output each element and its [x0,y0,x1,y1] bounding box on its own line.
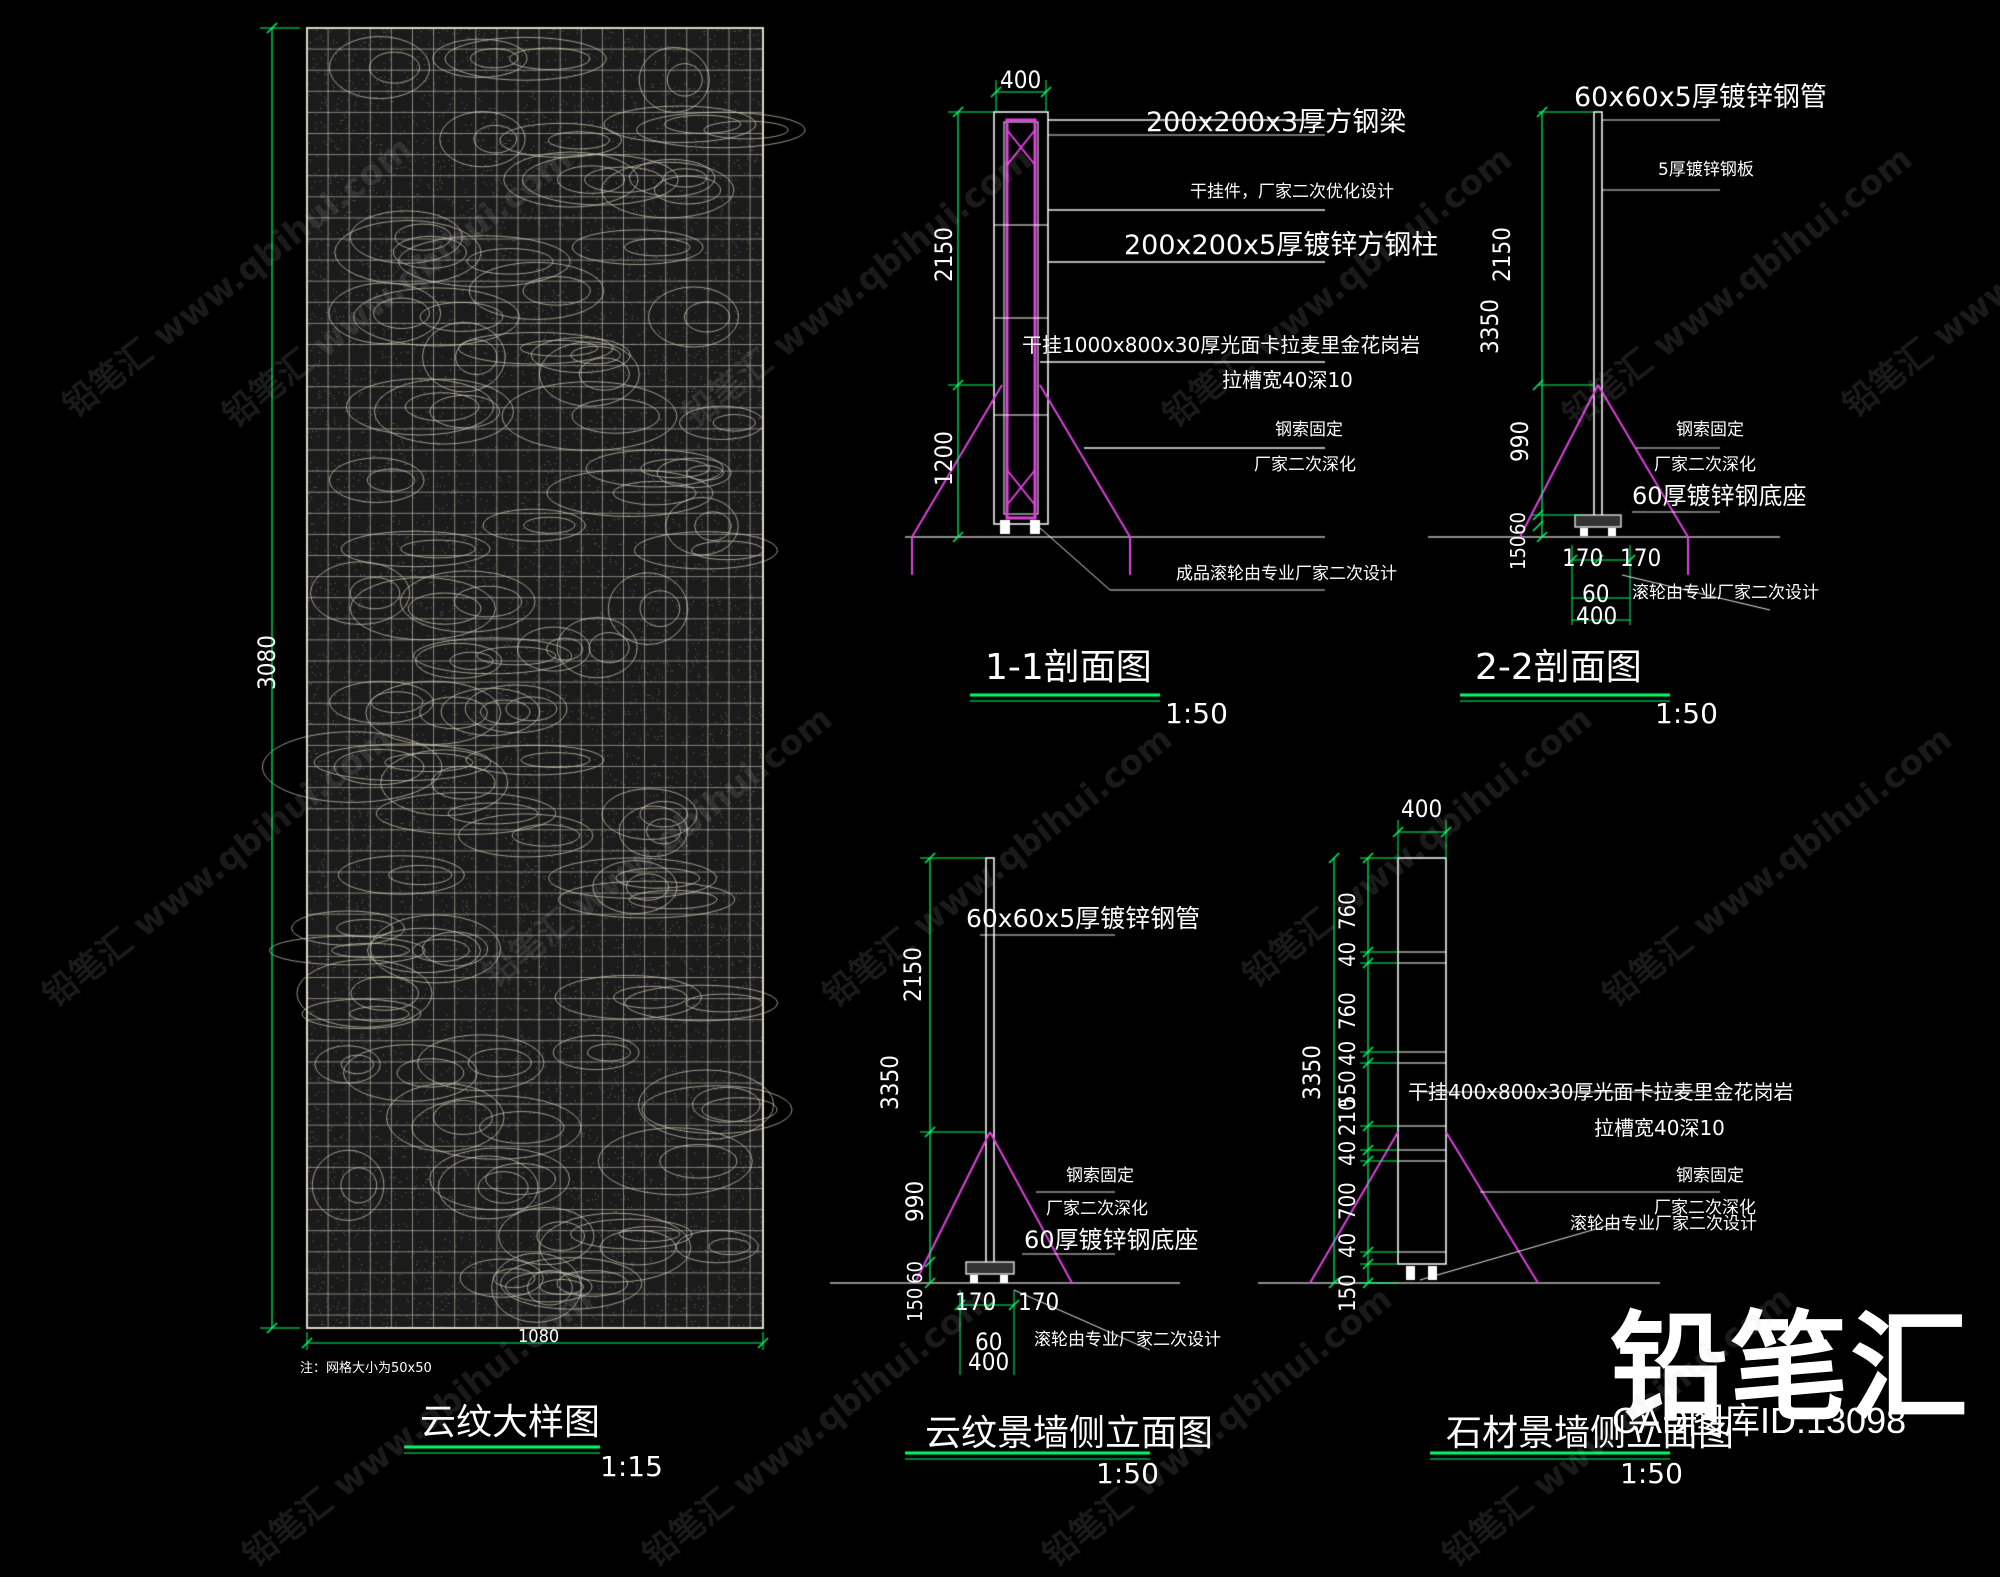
cad-drawing-canvas [0,0,2000,1500]
e2-label-cable: 钢索固定 [1676,1166,1744,1186]
e2-label-roller: 滚轮由专业厂家二次设计 [1570,1214,1757,1234]
e1-label-deepen: 厂家二次深化 [1046,1199,1148,1219]
brand-logo-text: 铅笔汇 [1610,1299,1971,1437]
drawing-overlay: 3080 1080 注：网格大小为50x50 云纹大样图 1:15 400 21… [35,66,2000,1576]
e1-dim-mid: 990 [901,1180,929,1222]
e2-dim-stack: 40 [1336,1140,1361,1166]
e1-dim-w2: 170 [1018,1288,1060,1316]
panel-title: 云纹大样图 [420,1402,601,1443]
s2-label-cable: 钢索固定 [1676,420,1744,440]
watermark-text: 铅笔汇 www.qbihui.com [1235,698,1600,996]
e1-dim-b1: 60 [903,1261,927,1284]
e1-dim-total: 3350 [876,1055,904,1110]
e1-dim-w3: 60 [975,1328,1003,1356]
s2-label-pipe: 60x60x5厚镀锌钢管 [1574,82,1827,113]
panel-width-dim: 1080 [518,1326,560,1347]
s2-label-base: 60厚镀锌钢底座 [1632,482,1807,510]
e2-dim-stack: 760 [1336,992,1361,1030]
e1-label-pipe: 60x60x5厚镀锌钢管 [966,904,1201,933]
panel-height-dim: 3080 [253,635,281,690]
e2-label-groove: 拉槽宽40深10 [1594,1116,1725,1140]
e1-label-roller: 滚轮由专业厂家二次设计 [1034,1330,1221,1350]
s1-dim-upper: 2150 [930,227,958,282]
e1-scale: 1:50 [1096,1457,1159,1490]
e2-dim-total: 3350 [1298,1045,1326,1100]
s2-dim-w1: 170 [1562,544,1604,572]
s2-dim-b1: 60 [1506,512,1530,535]
s1-label-groove: 拉槽宽40深10 [1222,368,1353,392]
s2-label-plate: 5厚镀锌钢板 [1658,160,1754,180]
s1-label-stone: 干挂1000x800x30厚光面卡拉麦里金花岗岩 [1022,333,1421,357]
s1-scale: 1:50 [1165,697,1228,730]
watermark-text: 铅笔汇 www.qbihui.com [35,718,400,1016]
e2-label-deepen: 厂家二次深化 [1654,1198,1756,1218]
watermark-text: 铅笔汇 www.qbihui.com [1595,718,1960,1016]
e2-dim-stack: 40 [1336,941,1361,967]
e2-dim-stack: 40 [1336,1040,1361,1066]
e2-dim-stack: 40 [1336,1232,1361,1258]
e1-dim-w1: 170 [955,1288,997,1316]
s2-dim-mid: 990 [1506,420,1534,462]
e2-scale: 1:50 [1620,1457,1683,1490]
s2-dim-total: 3350 [1476,299,1504,354]
s2-dim-w3: 60 [1582,580,1610,608]
watermark-text: 铅笔汇 www.qbihui.com [675,138,1040,436]
e1-dim-w4: 400 [968,1348,1010,1376]
e1-dim-upper: 2150 [899,947,927,1002]
watermark-text: 铅笔汇 www.qbihui.com [215,138,580,436]
e2-label-stone: 干挂400x800x30厚光面卡拉麦里金花岗岩 [1408,1080,1794,1104]
e2-dim-stack: 760 [1336,892,1361,930]
brand-id-text: CAD图库ID:13098 [1612,1400,1907,1441]
s1-dim-top: 400 [1000,66,1042,94]
s1-label-column: 200x200x5厚镀锌方钢柱 [1124,230,1439,261]
e1-label-cable: 钢索固定 [1066,1166,1134,1186]
s1-label-roller: 成品滚轮由专业厂家二次设计 [1176,564,1397,584]
s1-label-hanger: 干挂件，厂家二次优化设计 [1190,182,1394,202]
s2-title: 2-2剖面图 [1475,647,1642,688]
e2-dim-stack: 210 [1336,1098,1361,1136]
e1-label-base: 60厚镀锌钢底座 [1024,1226,1199,1254]
e1-title: 云纹景墙侧立面图 [925,1413,1214,1454]
s2-dim-upper: 2150 [1488,227,1516,282]
s2-scale: 1:50 [1655,697,1718,730]
watermark-text: 铅笔汇 www.qbihui.com [475,698,840,996]
s1-label-cable: 钢索固定 [1275,420,1343,440]
s2-dim-b2: 150 [1506,535,1530,570]
s2-label-deepen: 厂家二次深化 [1654,455,1756,475]
s2-dim-w2: 170 [1620,544,1662,572]
watermark-text: 铅笔汇 www.qbihui.com [1835,128,2000,426]
e1-dim-b2: 150 [903,1287,927,1322]
s1-dim-lower: 1200 [930,431,958,486]
s1-label-deepen: 厂家二次深化 [1254,455,1356,475]
s2-dim-w4: 400 [1576,602,1618,630]
e2-dim-stack: 150 [1336,1274,1361,1312]
watermark-text: 铅笔汇 www.qbihui.com [55,128,420,426]
panel-grid-note: 注：网格大小为50x50 [300,1361,432,1376]
e2-dim-top: 400 [1401,795,1443,823]
s2-label-roller: 滚轮由专业厂家二次设计 [1632,583,1819,603]
e2-dim-stack: 700 [1336,1182,1361,1220]
s1-label-beam: 200x200x3厚方钢梁 [1146,107,1407,138]
watermark-text: 铅笔汇 www.qbihui.com [815,718,1180,1016]
panel-scale: 1:15 [600,1450,663,1483]
s1-title: 1-1剖面图 [985,647,1152,688]
e2-title: 石材景墙侧立面图 [1446,1413,1735,1454]
